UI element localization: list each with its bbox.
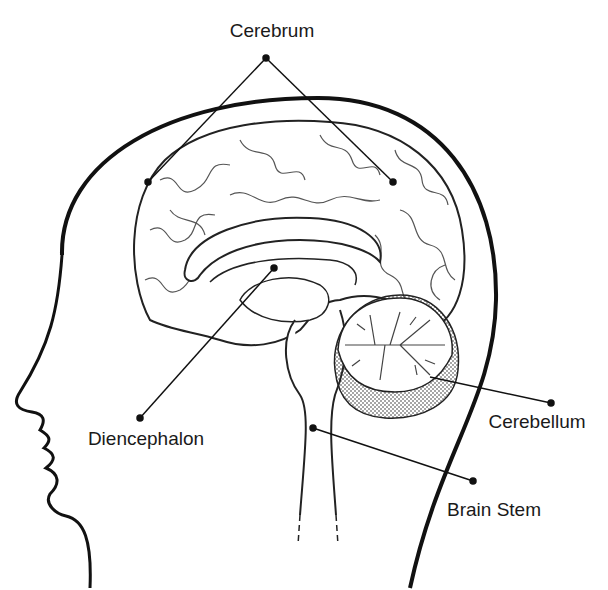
diencephalon-shape bbox=[240, 278, 329, 322]
arbor-vitae bbox=[345, 312, 445, 380]
spinal-dash bbox=[298, 515, 338, 545]
face-profile bbox=[16, 255, 90, 588]
head-outline bbox=[62, 98, 496, 588]
corpus-callosum bbox=[185, 218, 381, 281]
part-label: Brain Stem bbox=[445, 499, 543, 521]
part-label: Cerebrum bbox=[228, 20, 316, 42]
part-label: Diencephalon bbox=[86, 428, 206, 450]
part-label: Cerebellum bbox=[486, 411, 587, 433]
brain-stem-shape bbox=[286, 310, 346, 515]
cerebellum-hatch bbox=[334, 295, 458, 418]
